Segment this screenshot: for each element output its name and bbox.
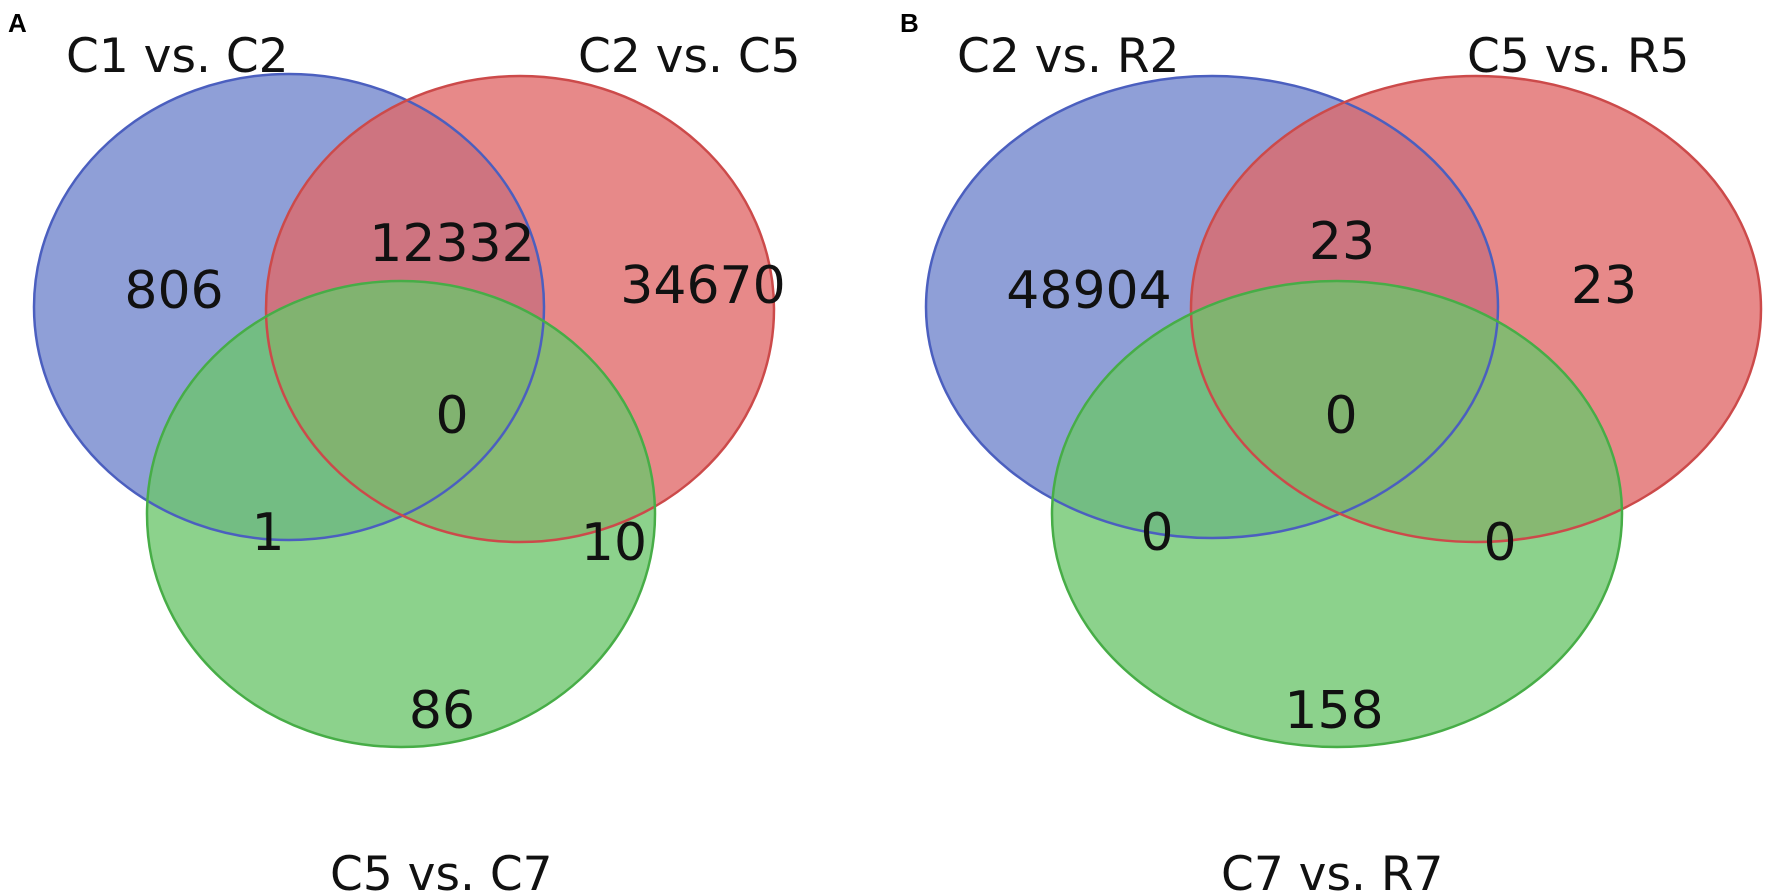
panel-b-r23-count: 0 xyxy=(1483,513,1516,573)
panel-a-only-2-count: 34670 xyxy=(620,256,785,316)
panel-a-set-1-outline xyxy=(32,72,546,542)
panel-b-r123-count: 0 xyxy=(1324,386,1357,446)
panel-a-r13-count: 1 xyxy=(251,503,284,563)
panel-a-set-3-label: C5 vs. C7 xyxy=(330,847,553,896)
panel-a-r23-count: 10 xyxy=(581,513,647,573)
panel-b-set-3-outline xyxy=(1050,279,1624,749)
panel-b-r13-count: 0 xyxy=(1140,503,1173,563)
panel-b-set-2-label: C5 vs. R5 xyxy=(1467,29,1689,84)
panel-a-letter: A xyxy=(8,8,27,38)
panel-a-only-3-count: 86 xyxy=(409,681,475,741)
panel-b-set-1-label: C2 vs. R2 xyxy=(957,29,1179,84)
panel-a-only-1-count: 806 xyxy=(124,261,223,321)
panel-b-only-3-count: 158 xyxy=(1284,681,1383,741)
panel-a-set-1-label: C1 vs. C2 xyxy=(66,29,289,84)
panel-b-set-3-label: C7 vs. R7 xyxy=(1221,847,1443,896)
panel-b-letter: B xyxy=(900,8,919,38)
panel-b: B C2 vs. R2 C5 vs. R5 C7 vs. R7 48904 23… xyxy=(900,8,1763,896)
panel-b-only-1-count: 48904 xyxy=(1006,261,1171,321)
panel-b-only-2-count: 23 xyxy=(1571,256,1637,316)
panel-a: A C1 vs. C2 C2 vs. C5 C5 vs. C7 806 1233… xyxy=(8,8,801,896)
panel-b-set-1-outline xyxy=(924,74,1500,540)
panel-a-set-2-outline xyxy=(264,74,776,544)
panel-b-r12-count: 23 xyxy=(1309,212,1375,272)
panel-b-set-2-outline xyxy=(1189,74,1763,544)
panel-a-r123-count: 0 xyxy=(435,386,468,446)
panel-a-set-2-label: C2 vs. C5 xyxy=(578,29,801,84)
panel-a-r12-count: 12332 xyxy=(369,214,534,274)
panel-a-set-3-outline xyxy=(145,279,657,749)
